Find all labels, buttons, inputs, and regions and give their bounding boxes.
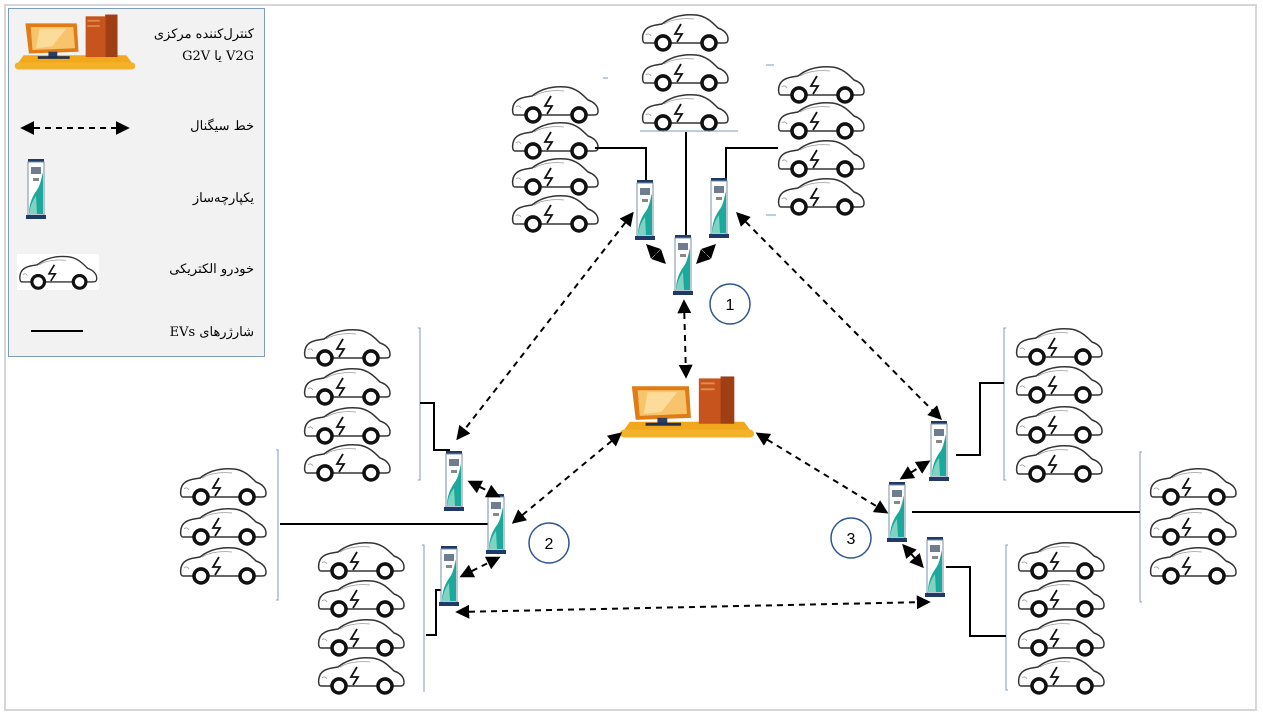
electric-car-icon [1014,444,1104,483]
electric-car-icon [302,367,392,406]
ev-charger-line [946,566,1006,637]
charger-icon [443,450,465,512]
central-controller-icon [14,14,136,70]
electric-car-icon [178,546,268,585]
electric-car-icon [1016,618,1106,657]
electric-car-icon [1016,656,1106,695]
cluster-3-upper-cars [1014,327,1104,483]
charger-icon [928,420,950,482]
ev-charger-line [420,402,450,451]
cluster-3-middle-cars [1148,467,1238,585]
legend-chargers-label: شارژرهای EVs [169,325,254,340]
aggregator-charger-icon [886,481,908,543]
electric-car-icon [1016,579,1106,618]
cluster-number-1: 1 [709,283,751,325]
legend-signal-label: خط سیگنال [190,119,254,134]
cluster-1-center-cars [640,13,730,132]
electric-car-icon [510,157,600,196]
central-controller-icon [619,376,755,438]
electric-car-icon [178,467,268,506]
cluster-2 [178,327,507,695]
electric-car-icon [776,65,866,104]
electric-car-icon [776,177,866,216]
electric-car-icon [302,328,392,367]
electric-car-icon [1014,405,1104,444]
electric-car-icon [510,85,600,124]
ev-charger-line [426,589,444,636]
electric-car-icon [302,443,392,482]
cluster-3 [886,327,1238,695]
legend-controller-label-1: کنترل‌کننده مرکزی [153,27,254,42]
electric-car-icon [1148,467,1238,506]
electric-car-icon [316,541,406,580]
electric-car-icon [640,93,730,132]
charger-icon [634,179,656,241]
electric-car-icon [316,656,406,695]
aggregator-charger-icon [672,234,694,296]
electric-car-icon [1014,327,1104,366]
electric-car-icon [316,579,406,618]
electric-car-icon [1148,546,1238,585]
electric-car-icon [510,194,600,233]
cluster-1-right-cars [776,65,866,216]
electric-car-icon [1014,365,1104,404]
electric-car-icon [640,13,730,52]
legend-ev-label: خودرو الکتریکی [169,262,254,277]
electric-car-icon [178,507,268,546]
cluster-1 [510,13,866,296]
electric-car-icon [1016,541,1106,580]
cluster-3-lower-cars [1016,541,1106,695]
charger-icon [25,158,47,220]
electric-car-icon [640,53,730,92]
electric-car-icon [302,406,392,445]
electric-car-icon [776,139,866,178]
charger-icon [924,536,946,598]
cluster-2-upper-cars [302,328,392,482]
diagram-frame [4,4,1257,711]
electric-car-icon [1148,507,1238,546]
legend-aggregator-label: یکپارچه‌ساز [192,191,254,206]
electric-car-icon [316,618,406,657]
cluster-number-2: 2 [528,522,570,564]
electric-car-icon [776,101,866,140]
cluster-number-3: 3 [830,517,872,559]
svg-text:2: 2 [545,536,554,553]
aggregator-charger-icon [485,493,507,555]
legend-controller-label-2: V2G یا G2V [182,49,254,64]
cluster-2-lower-cars [316,541,406,695]
ev-charger-line [725,147,778,178]
legend-symbols [14,14,136,332]
svg-text:1: 1 [726,297,735,314]
charger-icon [708,177,730,239]
svg-text:3: 3 [847,531,856,548]
legend: کنترل‌کننده مرکزی V2G یا G2V خط سیگنال ی… [8,8,265,357]
ev-charger-line [956,382,1004,456]
cluster-2-middle-cars [178,467,268,585]
signal-lines [455,211,942,619]
ev-charger-line [595,147,647,180]
charger-icon [438,545,460,607]
cluster-1-left-cars [510,85,600,233]
electric-car-icon [510,121,600,160]
